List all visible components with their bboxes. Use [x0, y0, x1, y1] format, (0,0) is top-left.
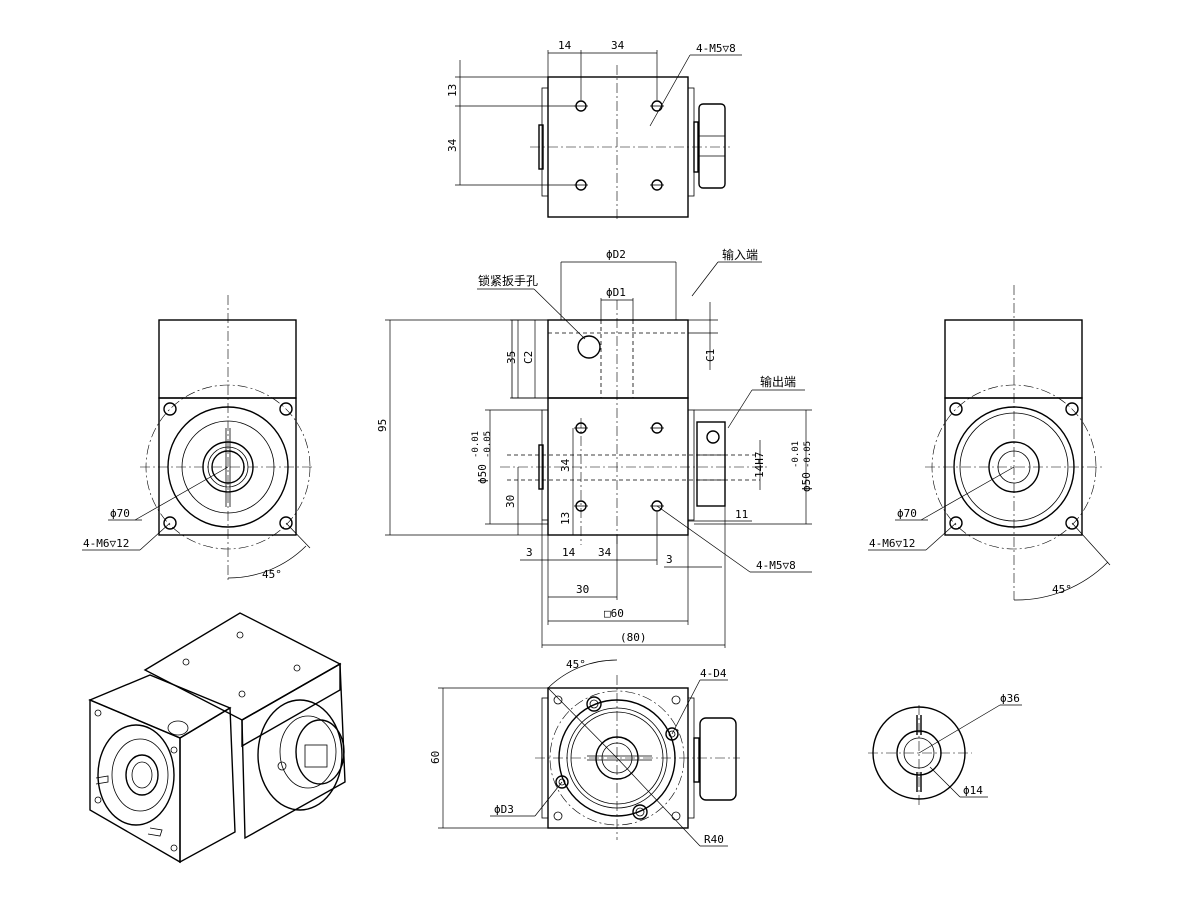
tolerance-label: -0.05	[483, 431, 493, 458]
dim-label: C2	[522, 351, 535, 364]
dim-label: 34	[611, 39, 625, 52]
bottom-view: 45° 4-D4 60 ϕD3 R40	[429, 658, 740, 847]
dim-label: 30	[504, 495, 517, 508]
right-side-view: ϕ70 4-M6▽12 45°	[868, 285, 1111, 601]
thread-label: 4-M6▽12	[869, 537, 915, 550]
dim-label: ϕD3	[494, 803, 514, 816]
dim-label: 13	[559, 512, 572, 525]
dim-label: ϕ50	[800, 472, 813, 492]
dim-label: 34	[559, 458, 572, 472]
thread-label: 4-M5▽8	[756, 559, 796, 572]
dim-label: 95	[376, 419, 389, 432]
dim-label: 11	[735, 508, 748, 521]
callout-label: 锁紧扳手孔	[478, 273, 538, 288]
dim-label: 3	[526, 546, 533, 559]
dim-label: 35	[505, 351, 518, 364]
dim-label: ϕ70	[110, 507, 130, 520]
thread-label: 4-M5▽8	[696, 42, 736, 55]
dim-label: ϕD2	[606, 248, 626, 261]
angle-label: 45°	[566, 658, 586, 671]
callout-label: 4-D4	[700, 667, 727, 680]
thread-label: 4-M6▽12	[83, 537, 129, 550]
dim-label: □60	[604, 607, 624, 620]
angle-label: 45°	[262, 568, 282, 581]
dim-label: R40	[704, 833, 724, 846]
tolerance-label: -0.05	[803, 441, 813, 468]
dim-label: 60	[429, 751, 442, 764]
tolerance-label: -0.01	[791, 441, 801, 468]
dim-label: ϕ14	[963, 784, 983, 797]
dim-label: 3	[666, 553, 673, 566]
dim-label: ϕ70	[897, 507, 917, 520]
dim-label: ϕD1	[606, 286, 626, 299]
top-view: 14 34 4-M5▽8 13 34	[446, 39, 742, 222]
angle-label: 45°	[1052, 583, 1072, 596]
dim-label: 13	[446, 84, 459, 97]
dim-label: 14	[558, 39, 572, 52]
dim-label: 34	[446, 138, 459, 152]
dim-label: 14H7	[753, 452, 766, 479]
shaft-detail-view: ϕ36 ϕ14	[868, 692, 1022, 805]
dim-label: 34	[598, 546, 612, 559]
callout-label: 输入端	[722, 247, 758, 262]
dim-label: ϕ36	[1000, 692, 1020, 705]
dim-label: C1	[704, 349, 717, 362]
dim-label: 30	[576, 583, 589, 596]
dim-label: (80)	[620, 631, 647, 644]
dim-label: 14	[562, 546, 576, 559]
callout-label: 输出端	[760, 374, 796, 389]
front-view: ϕD2 ϕD1 输入端 锁紧扳手孔 C1 35 C2 95	[376, 247, 813, 648]
left-side-view: ϕ70 4-M6▽12 45°	[82, 295, 315, 581]
dim-label: ϕ50	[476, 464, 489, 484]
isometric-view	[88, 612, 346, 864]
tolerance-label: -0.01	[471, 431, 481, 458]
